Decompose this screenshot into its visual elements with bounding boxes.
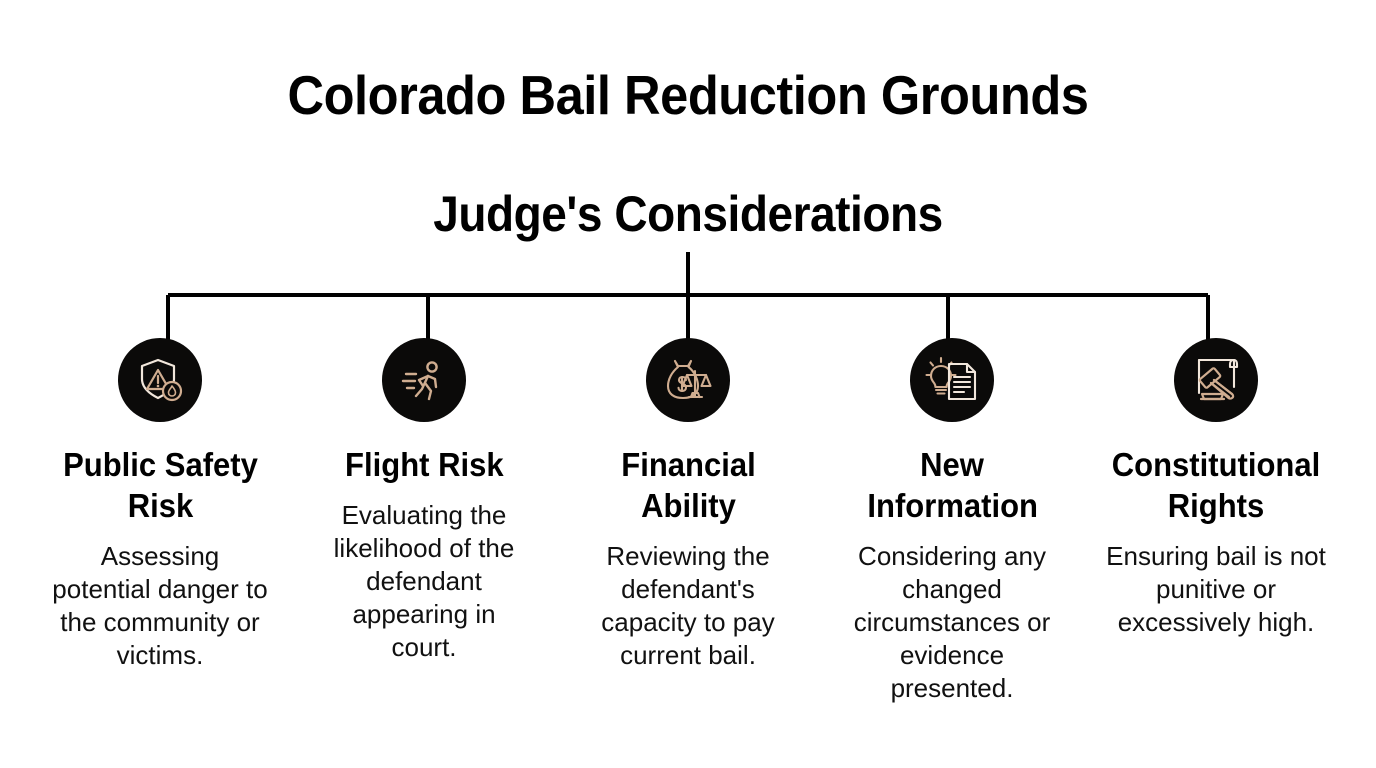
- branch-heading: Financial Ability: [620, 446, 756, 524]
- branch-description: Ensuring bail is not punitive or excessi…: [1106, 541, 1326, 637]
- branch-description: Assessing potential danger to the commun…: [52, 541, 268, 670]
- shield-warning-fire-icon: [118, 338, 202, 422]
- branch-new-information[interactable]: New Information Considering any changed …: [820, 338, 1084, 705]
- gavel-scroll-icon: [1174, 338, 1258, 422]
- branch-heading: Constitutional Rights: [1111, 446, 1321, 524]
- page-title: Colorado Bail Reduction Grounds: [287, 64, 1089, 126]
- running-person-icon: [382, 338, 466, 422]
- branch-heading: New Information: [867, 446, 1038, 524]
- branch-flight-risk[interactable]: Flight Risk Evaluating the likelihood of…: [292, 338, 556, 664]
- branch-constitutional-rights[interactable]: Constitutional Rights Ensuring bail is n…: [1084, 338, 1348, 639]
- subtitle: Judge's Considerations: [433, 186, 943, 242]
- branch-description: Considering any changed circumstances or…: [853, 541, 1051, 703]
- branch-columns: Public Safety Risk Assessing potential d…: [28, 338, 1348, 705]
- branch-heading: Public Safety Risk: [62, 446, 258, 524]
- branch-description: Evaluating the likelihood of the defenda…: [333, 500, 515, 662]
- money-bag-scales-icon: [646, 338, 730, 422]
- lightbulb-document-icon: [910, 338, 994, 422]
- branch-heading: Flight Risk: [344, 446, 504, 483]
- branch-financial-ability[interactable]: Financial Ability Reviewing the defendan…: [556, 338, 820, 672]
- branch-description: Reviewing the defendant's capacity to pa…: [601, 541, 775, 670]
- branch-public-safety-risk[interactable]: Public Safety Risk Assessing potential d…: [28, 338, 292, 672]
